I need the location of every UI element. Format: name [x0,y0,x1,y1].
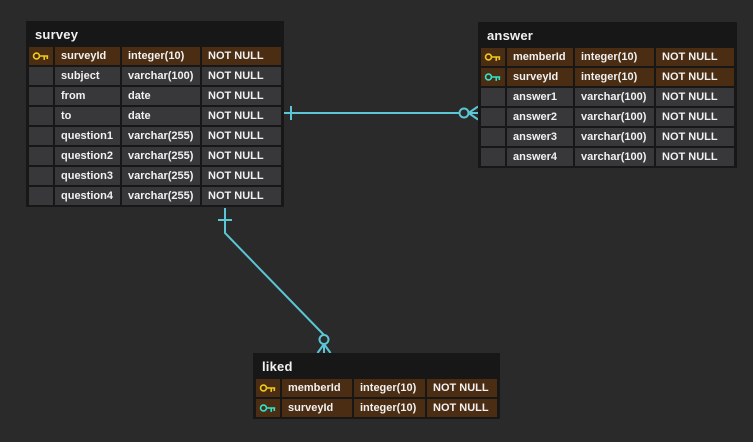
key-icon-placeholder [481,88,505,106]
column-type: varchar(100) [575,108,654,126]
column-type: varchar(255) [122,127,200,145]
key-icon-placeholder [29,147,53,165]
column-name: memberId [282,379,352,397]
table-title[interactable]: survey [35,27,79,42]
column-name: to [55,107,120,125]
table-title[interactable]: liked [262,359,293,374]
relation-line[interactable] [224,208,325,336]
column-constraint: NOT NULL [656,148,734,166]
key-icon-placeholder [29,167,53,185]
key-icon-placeholder [29,67,53,85]
column-name: answer4 [507,148,573,166]
column-type: date [122,107,200,125]
column-name: answer3 [507,128,573,146]
column-name: question3 [55,167,120,185]
column-constraint: NOT NULL [202,187,281,205]
column-name: surveyId [507,68,573,86]
column-constraint: NOT NULL [656,88,734,106]
foreign-key-icon [481,68,505,86]
column-name: memberId [507,48,573,66]
key-icon-placeholder [481,108,505,126]
column-type: varchar(255) [122,147,200,165]
column-constraint: NOT NULL [202,107,281,125]
column-type: varchar(100) [575,148,654,166]
column-name: subject [55,67,120,85]
relation-survey-liked[interactable] [218,208,332,354]
foreign-key-icon [256,399,280,417]
column-constraint: NOT NULL [656,128,734,146]
column-constraint: NOT NULL [427,379,497,397]
column-type: integer(10) [354,379,425,397]
column-type: integer(10) [575,68,654,86]
column-type: varchar(100) [575,128,654,146]
column-constraint: NOT NULL [202,127,281,145]
column-constraint: NOT NULL [427,399,497,417]
column-constraint: NOT NULL [656,108,734,126]
column-name: surveyId [282,399,352,417]
key-icon-placeholder [29,87,53,105]
column-type: varchar(255) [122,167,200,185]
primary-key-icon [256,379,280,397]
cardinality-zero-circle [318,334,330,345]
column-constraint: NOT NULL [202,87,281,105]
column-constraint: NOT NULL [202,67,281,85]
column-name: question4 [55,187,120,205]
cardinality-zero-circle [458,107,470,119]
column-constraint: NOT NULL [202,167,281,185]
key-icon-placeholder [29,127,53,145]
column-type: integer(10) [575,48,654,66]
key-icon-placeholder [481,148,505,166]
column-type: varchar(255) [122,187,200,205]
column-name: question1 [55,127,120,145]
table-title[interactable]: answer [487,28,534,43]
key-icon-placeholder [29,187,53,205]
column-type: integer(10) [122,47,200,65]
column-name: surveyId [55,47,120,65]
column-type: date [122,87,200,105]
column-type: varchar(100) [575,88,654,106]
key-icon-placeholder [481,128,505,146]
column-constraint: NOT NULL [202,47,281,65]
primary-key-icon [481,48,505,66]
crow-foot-icon [467,105,479,121]
column-name: from [55,87,120,105]
column-constraint: NOT NULL [656,48,734,66]
crow-foot-icon [316,343,332,354]
column-constraint: NOT NULL [202,147,281,165]
column-name: question2 [55,147,120,165]
relation-survey-answer[interactable] [284,105,479,121]
column-name: answer1 [507,88,573,106]
key-icon-placeholder [29,107,53,125]
column-type: varchar(100) [122,67,200,85]
primary-key-icon [29,47,53,65]
column-constraint: NOT NULL [656,68,734,86]
column-type: integer(10) [354,399,425,417]
column-name: answer2 [507,108,573,126]
